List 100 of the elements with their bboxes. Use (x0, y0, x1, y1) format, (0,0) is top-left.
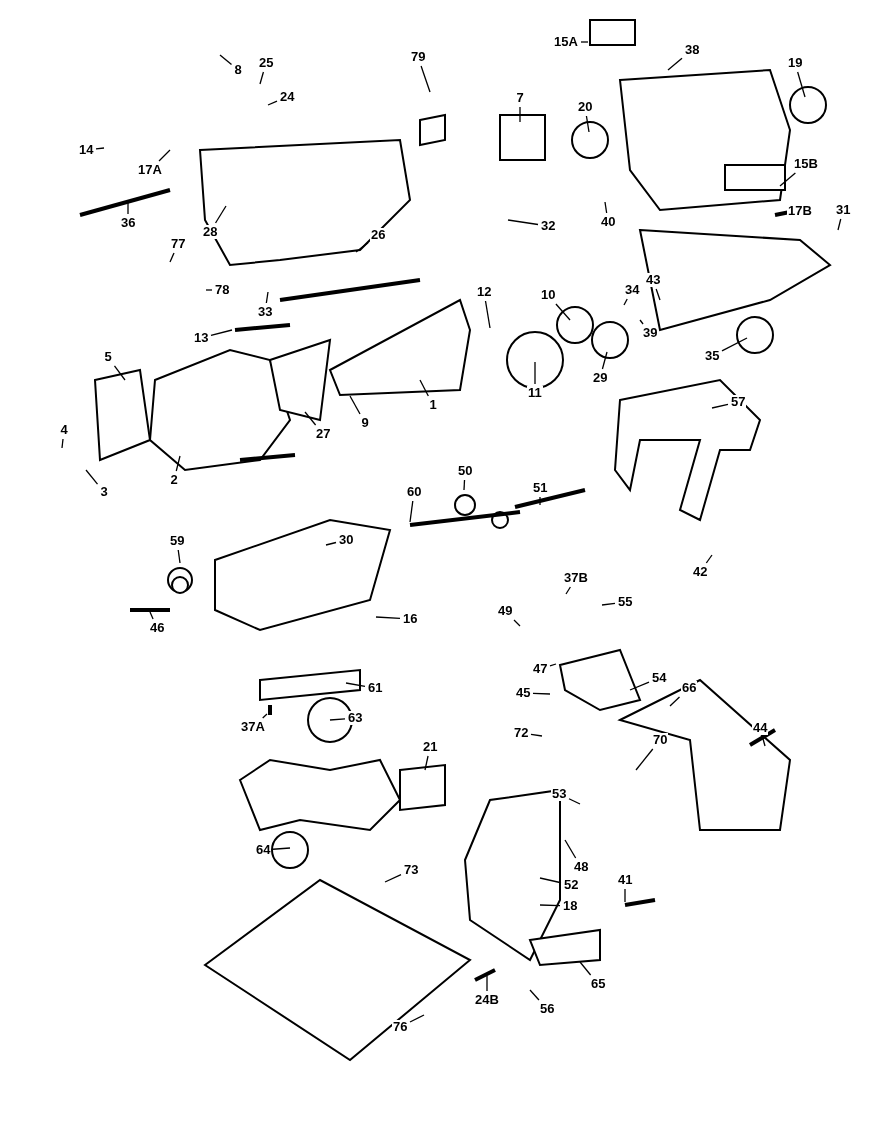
callout-number: 60 (406, 485, 423, 499)
callout-number: 11 (527, 386, 543, 400)
callout-number: 26 (370, 228, 387, 242)
callout-number: 65 (590, 977, 607, 991)
callout-number: 28 (202, 225, 219, 239)
leader-line (519, 106, 521, 123)
callout-number: 57 (730, 395, 747, 409)
leader-line (579, 961, 592, 976)
callout-number: 36 (120, 216, 137, 230)
leader-line (355, 242, 369, 253)
leader-line (539, 496, 541, 506)
leader-line (409, 1014, 425, 1023)
callout-number: 50 (457, 464, 474, 478)
callout-number: 17B (787, 204, 813, 218)
callout-number: 40 (600, 215, 617, 229)
leader-line (532, 692, 551, 695)
leader-line (775, 212, 786, 215)
callout-number: 24B (474, 993, 500, 1007)
callout-number: 34 (624, 283, 641, 297)
callout-number: 55 (617, 595, 634, 609)
leader-line (507, 219, 539, 226)
callout-number: 10 (540, 288, 557, 302)
callout-number: 17A (137, 163, 163, 177)
callout-number: 39 (642, 326, 659, 340)
callout-number: 18 (562, 899, 579, 913)
callout-number: 35 (704, 349, 721, 363)
leader-line (95, 147, 105, 150)
leader-line (624, 888, 626, 903)
leader-line (539, 877, 562, 884)
leader-line (267, 100, 278, 106)
callout-number: 43 (645, 273, 662, 287)
callout-number: 8 (233, 63, 243, 77)
callout-number: 66 (681, 681, 698, 695)
callout-number: 49 (497, 604, 514, 618)
leader-line (565, 586, 572, 595)
callout-number: 14 (78, 143, 95, 157)
callout-number: 29 (592, 371, 609, 385)
callout-number: 32 (540, 219, 557, 233)
leader-line (61, 438, 64, 449)
leader-line (568, 798, 581, 805)
callout-number: 51 (532, 481, 549, 495)
leader-line (549, 663, 557, 667)
leader-line (655, 288, 661, 301)
leader-line (705, 554, 713, 564)
leader-line (113, 365, 126, 381)
callout-number: 37A (240, 720, 266, 734)
callout-number: 12 (476, 285, 493, 299)
callout-number: 70 (652, 733, 669, 747)
leader-line (424, 755, 429, 771)
leader-line (761, 736, 766, 747)
leader-line (463, 479, 466, 491)
leader-line (639, 319, 644, 325)
callout-number: 44 (752, 721, 769, 735)
callout-number: 7 (515, 91, 525, 105)
callout-number: 61 (367, 681, 384, 695)
leader-line (304, 411, 317, 426)
callout-number: 13 (193, 331, 210, 345)
leader-line (175, 455, 181, 472)
leader-line (169, 252, 175, 263)
leader-line (534, 361, 536, 385)
leader-line (420, 65, 431, 93)
leader-line (214, 205, 227, 224)
leader-line (629, 681, 650, 691)
leader-line (529, 989, 540, 1001)
callout-number: 41 (617, 873, 634, 887)
leader-line (419, 379, 429, 397)
leader-line (779, 172, 796, 187)
callout-number: 33 (257, 305, 274, 319)
callout-number: 30 (338, 533, 355, 547)
leader-line (262, 713, 268, 719)
leader-line (158, 149, 171, 162)
callout-number: 56 (539, 1002, 556, 1016)
callout-number: 38 (684, 43, 701, 57)
callout-number: 73 (403, 863, 420, 877)
callout-number: 64 (255, 843, 272, 857)
leader-line (623, 298, 628, 306)
leader-line (530, 733, 543, 737)
leader-line (601, 602, 616, 606)
callout-number: 45 (515, 686, 532, 700)
callout-number: 27 (315, 427, 332, 441)
callout-number: 53 (551, 787, 568, 801)
leader-line (837, 218, 842, 231)
leader-line (564, 839, 577, 859)
leader-line (580, 41, 589, 43)
leader-line (601, 351, 608, 370)
leader-line (711, 403, 729, 409)
callout-number: 25 (258, 56, 275, 70)
callout-number: 16 (402, 612, 419, 626)
leader-line (486, 975, 488, 992)
leader-line (555, 303, 571, 321)
leader-line (219, 54, 233, 66)
leader-line (375, 616, 401, 620)
callout-number: 52 (563, 878, 580, 892)
callout-number: 78 (214, 283, 231, 297)
leader-line (259, 71, 265, 85)
callout-number: 76 (392, 1020, 409, 1034)
callout-number: 72 (513, 726, 530, 740)
leader-line (265, 291, 269, 304)
callout-number: 15A (553, 35, 579, 49)
callout-number: 1 (428, 398, 438, 412)
